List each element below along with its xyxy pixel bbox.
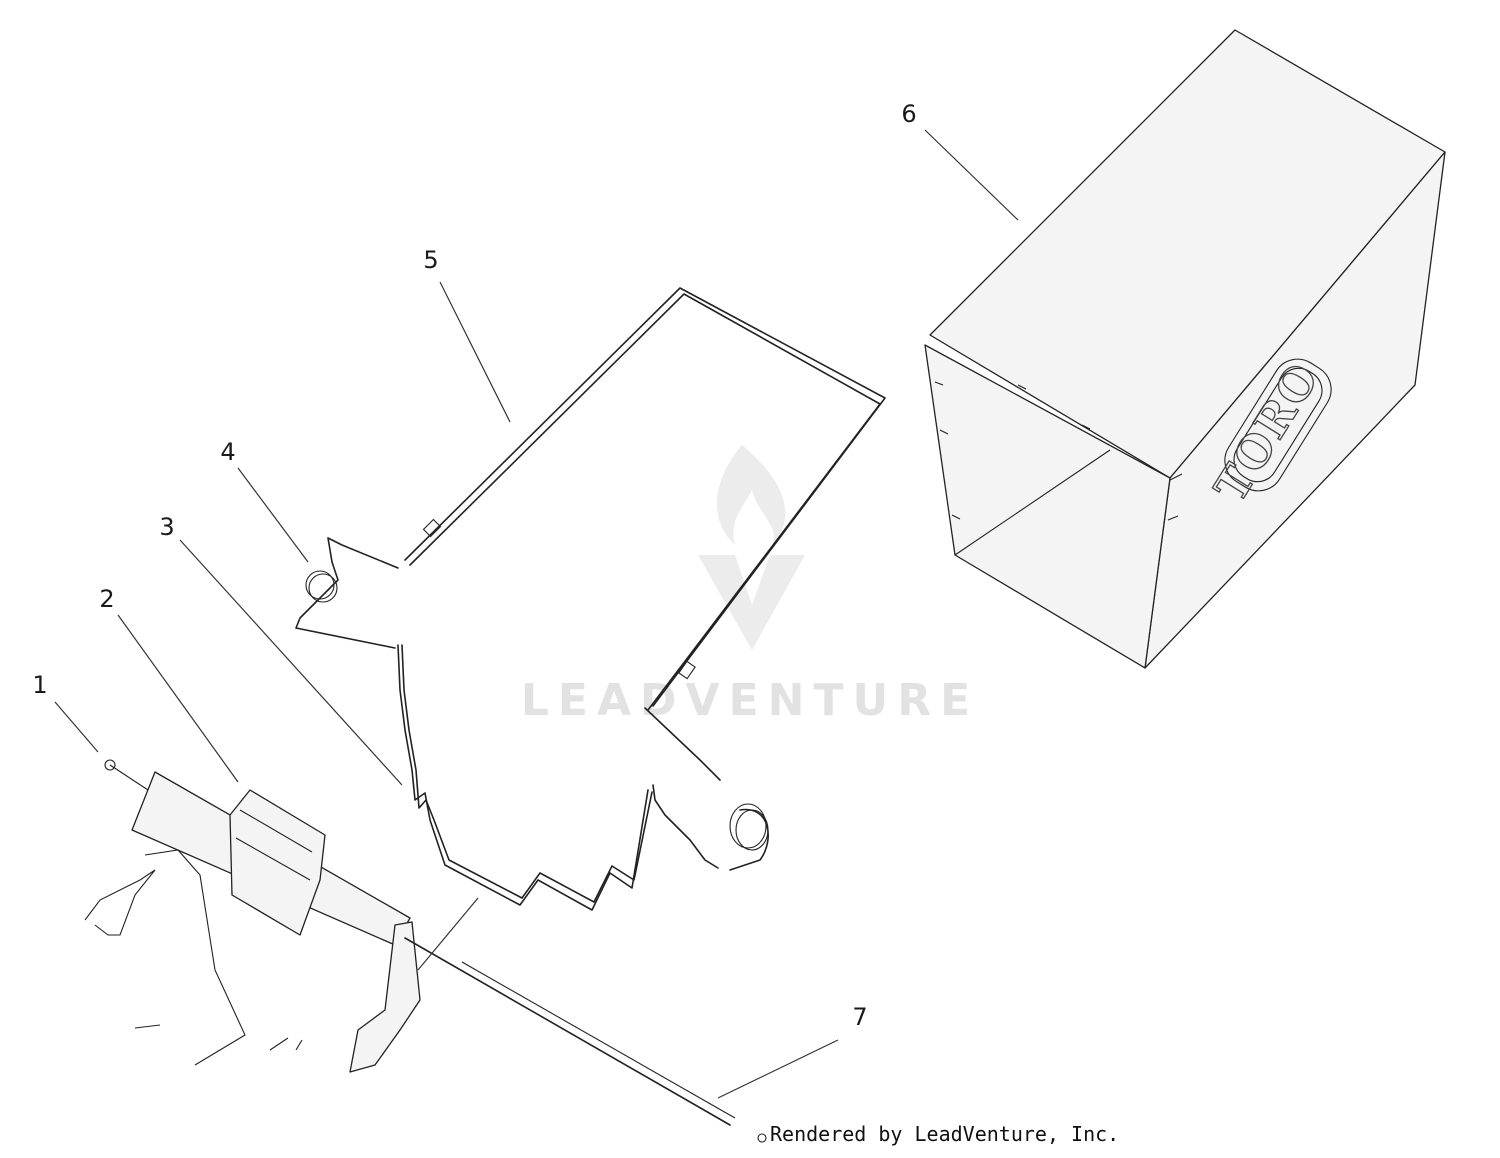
leader-6 bbox=[924, 129, 1019, 221]
callout-3: 3 bbox=[159, 513, 174, 541]
callout-6: 6 bbox=[901, 100, 916, 128]
leader-3 bbox=[179, 539, 403, 786]
leader-1 bbox=[54, 701, 99, 753]
leader-3b bbox=[417, 897, 479, 971]
part-6-grass-bag: TORO bbox=[924, 29, 1446, 669]
part-3-bag-rod bbox=[397, 644, 653, 911]
leader-4 bbox=[237, 467, 309, 563]
leader-lines bbox=[54, 129, 1019, 1099]
callout-numbers: 1 2 3 4 5 6 7 bbox=[32, 100, 916, 1031]
watermark: LEADVENTURE bbox=[521, 445, 979, 726]
leader-2 bbox=[117, 614, 239, 783]
callout-4: 4 bbox=[220, 438, 235, 466]
brand-plate bbox=[1224, 358, 1332, 492]
part-5-bag-frame bbox=[404, 287, 886, 711]
flame-v-logo-icon bbox=[698, 445, 805, 650]
leader-5 bbox=[439, 281, 511, 423]
watermark-text: LEADVENTURE bbox=[521, 675, 979, 726]
callout-1: 1 bbox=[32, 671, 47, 699]
callout-7: 7 bbox=[852, 1003, 867, 1031]
part-4-torsion-spring bbox=[295, 537, 769, 871]
part-7-pin bbox=[404, 937, 767, 1143]
callout-5: 5 bbox=[423, 246, 438, 274]
render-credit: Rendered by LeadVenture, Inc. bbox=[770, 1122, 1120, 1146]
part-1-nut bbox=[104, 759, 149, 791]
part-2-chute-hinge bbox=[84, 771, 421, 1073]
callout-2: 2 bbox=[99, 585, 114, 613]
leader-7 bbox=[717, 1039, 839, 1099]
